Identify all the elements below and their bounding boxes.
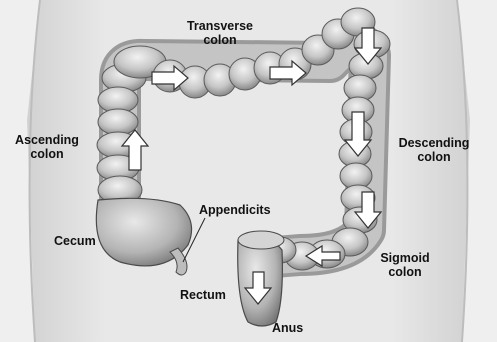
label-sigmoid-colon: Sigmoid colon [372,251,438,279]
label-cecum: Cecum [54,234,96,248]
label-appendix: Appendicits [199,203,271,217]
label-ascending-colon: Ascending colon [6,133,88,161]
rectum-top [238,231,284,249]
label-rectum: Rectum [180,288,226,302]
label-transverse-colon: Transverse colon [186,19,254,47]
label-descending-colon: Descending colon [388,136,480,164]
label-anus: Anus [272,321,303,335]
